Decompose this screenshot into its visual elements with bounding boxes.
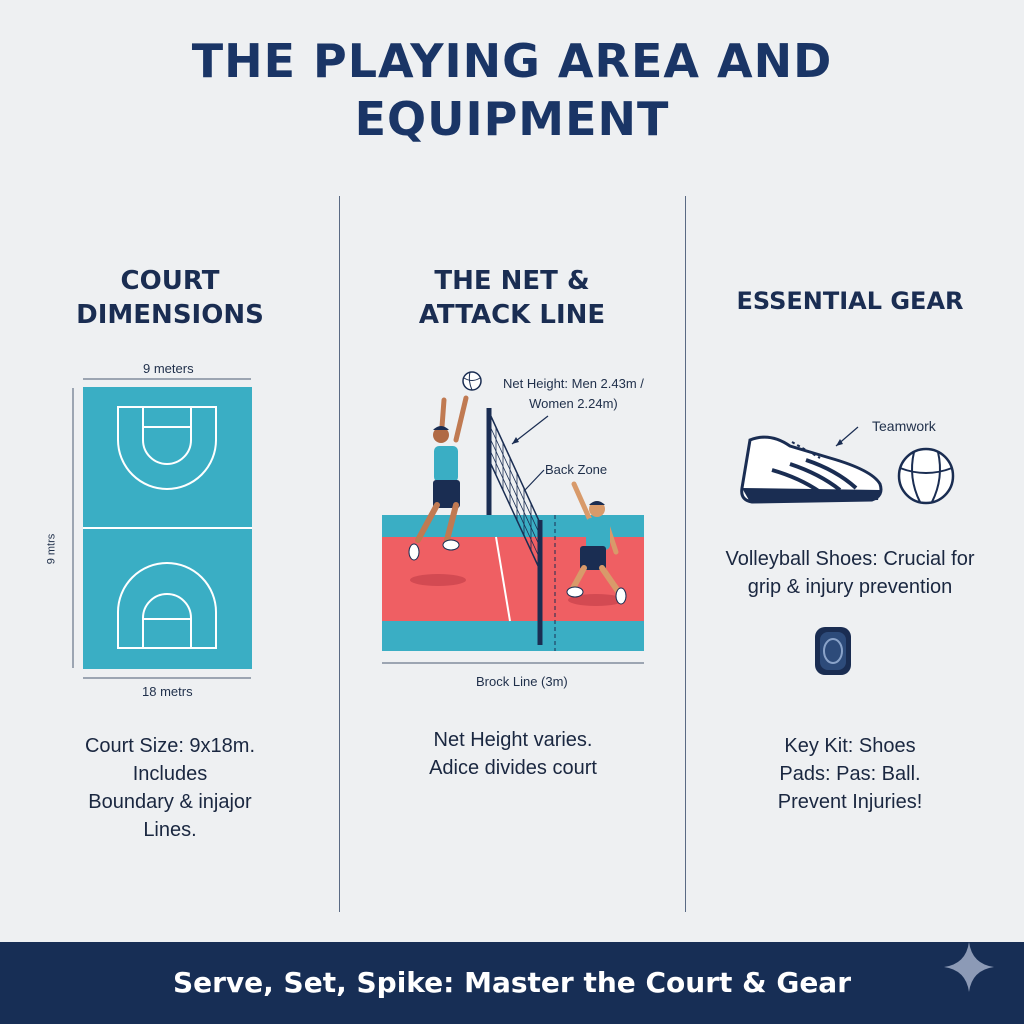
net-mesh	[488, 411, 541, 571]
player-left-shadow	[410, 574, 466, 586]
court-desc-line4: Lines.	[143, 819, 197, 841]
net-court-attack-line-left	[495, 536, 511, 622]
net-court-floor-bottom-band	[382, 621, 644, 651]
shoe-icon	[740, 435, 883, 504]
page-title: THE PLAYING AREA AND EQUIPMENT	[0, 32, 1024, 148]
back-zone-arrow	[524, 469, 545, 491]
net-desc-line2: Adice divides court	[429, 757, 597, 779]
court-top-inner-arc	[142, 407, 192, 465]
column-divider-left	[339, 196, 340, 912]
back-zone-label: Back Zone	[545, 462, 608, 477]
court-desc-line2: Includes	[132, 763, 208, 785]
gear-heading: ESSENTIAL GEAR	[736, 287, 964, 315]
block-line-label: Brock Line (3m)	[476, 674, 568, 689]
player-right-shadow	[568, 594, 624, 606]
kit-desc-line3: Prevent Injuries!	[777, 791, 923, 813]
net-height-label-line1: Net Height: Men 2.43m /	[503, 376, 644, 391]
net-heading: THE NET & ATTACK LINE	[382, 264, 642, 332]
kit-desc-line2: Pads: Pas: Ball.	[779, 763, 921, 785]
court-desc-line1: Court Size: 9x18m.	[84, 735, 256, 757]
player-left-figure	[408, 395, 469, 561]
court-heading: COURT DIMENSIONS	[40, 264, 300, 332]
footer-text: Serve, Set, Spike: Master the Court & Ge…	[172, 966, 852, 999]
net-court-floor-top-band	[382, 515, 644, 537]
court-width-label: 9 meters	[143, 361, 194, 376]
player-right-figure	[566, 481, 627, 605]
court-bottom-outer-arc	[117, 562, 217, 649]
shoes-desc-line1: Volleyball Shoes: Crucial for	[725, 548, 975, 570]
court-top-outer-arc	[117, 406, 217, 490]
kit-desc-line1: Key Kit: Shoes	[784, 735, 916, 757]
knee-pad-icon	[815, 627, 851, 675]
court-bottom-inner-arc	[142, 593, 192, 648]
court-side-label: 9 mtrs	[45, 533, 58, 565]
net-volleyball-icon	[462, 371, 482, 391]
footer-banner: Serve, Set, Spike: Master the Court & Ge…	[0, 942, 1024, 1024]
shoes-desc-line2: grip & injury prevention	[747, 576, 953, 598]
court-length-label: 18 metrs	[142, 684, 193, 699]
court-desc-line3: Boundary & injajor	[88, 791, 252, 813]
court-heading-line1: COURT	[120, 266, 220, 296]
net-height-arrow	[511, 415, 549, 445]
net-court-floor-red	[382, 537, 644, 621]
court-description: Court Size: 9x18m. Includes Boundary & i…	[30, 732, 310, 844]
net-mesh-lines	[488, 423, 541, 560]
net-height-label-line2: Women 2.24m)	[529, 396, 618, 411]
net-desc-line1: Net Height varies.	[433, 729, 593, 751]
net-heading-line1: THE NET &	[434, 266, 590, 296]
page-title-line2: EQUIPMENT	[354, 92, 670, 146]
column-divider-right	[685, 196, 686, 912]
shoes-description: Volleyball Shoes: Crucial for grip & inj…	[700, 545, 1000, 601]
teamwork-label: Teamwork	[872, 418, 936, 434]
teamwork-arrow	[835, 426, 859, 447]
court-surface	[83, 387, 252, 669]
page-title-line1: THE PLAYING AREA AND	[191, 34, 833, 88]
net-description: Net Height varies. Adice divides court	[372, 726, 654, 782]
net-height-label: Net Height: Men 2.43m / Women 2.24m)	[503, 374, 644, 414]
court-heading-line2: DIMENSIONS	[76, 300, 264, 330]
sparkle-icon	[944, 942, 994, 992]
net-heading-line2: ATTACK LINE	[418, 300, 606, 330]
gear-volleyball-icon	[897, 447, 955, 505]
kit-description: Key Kit: Shoes Pads: Pas: Ball. Prevent …	[700, 732, 1000, 816]
